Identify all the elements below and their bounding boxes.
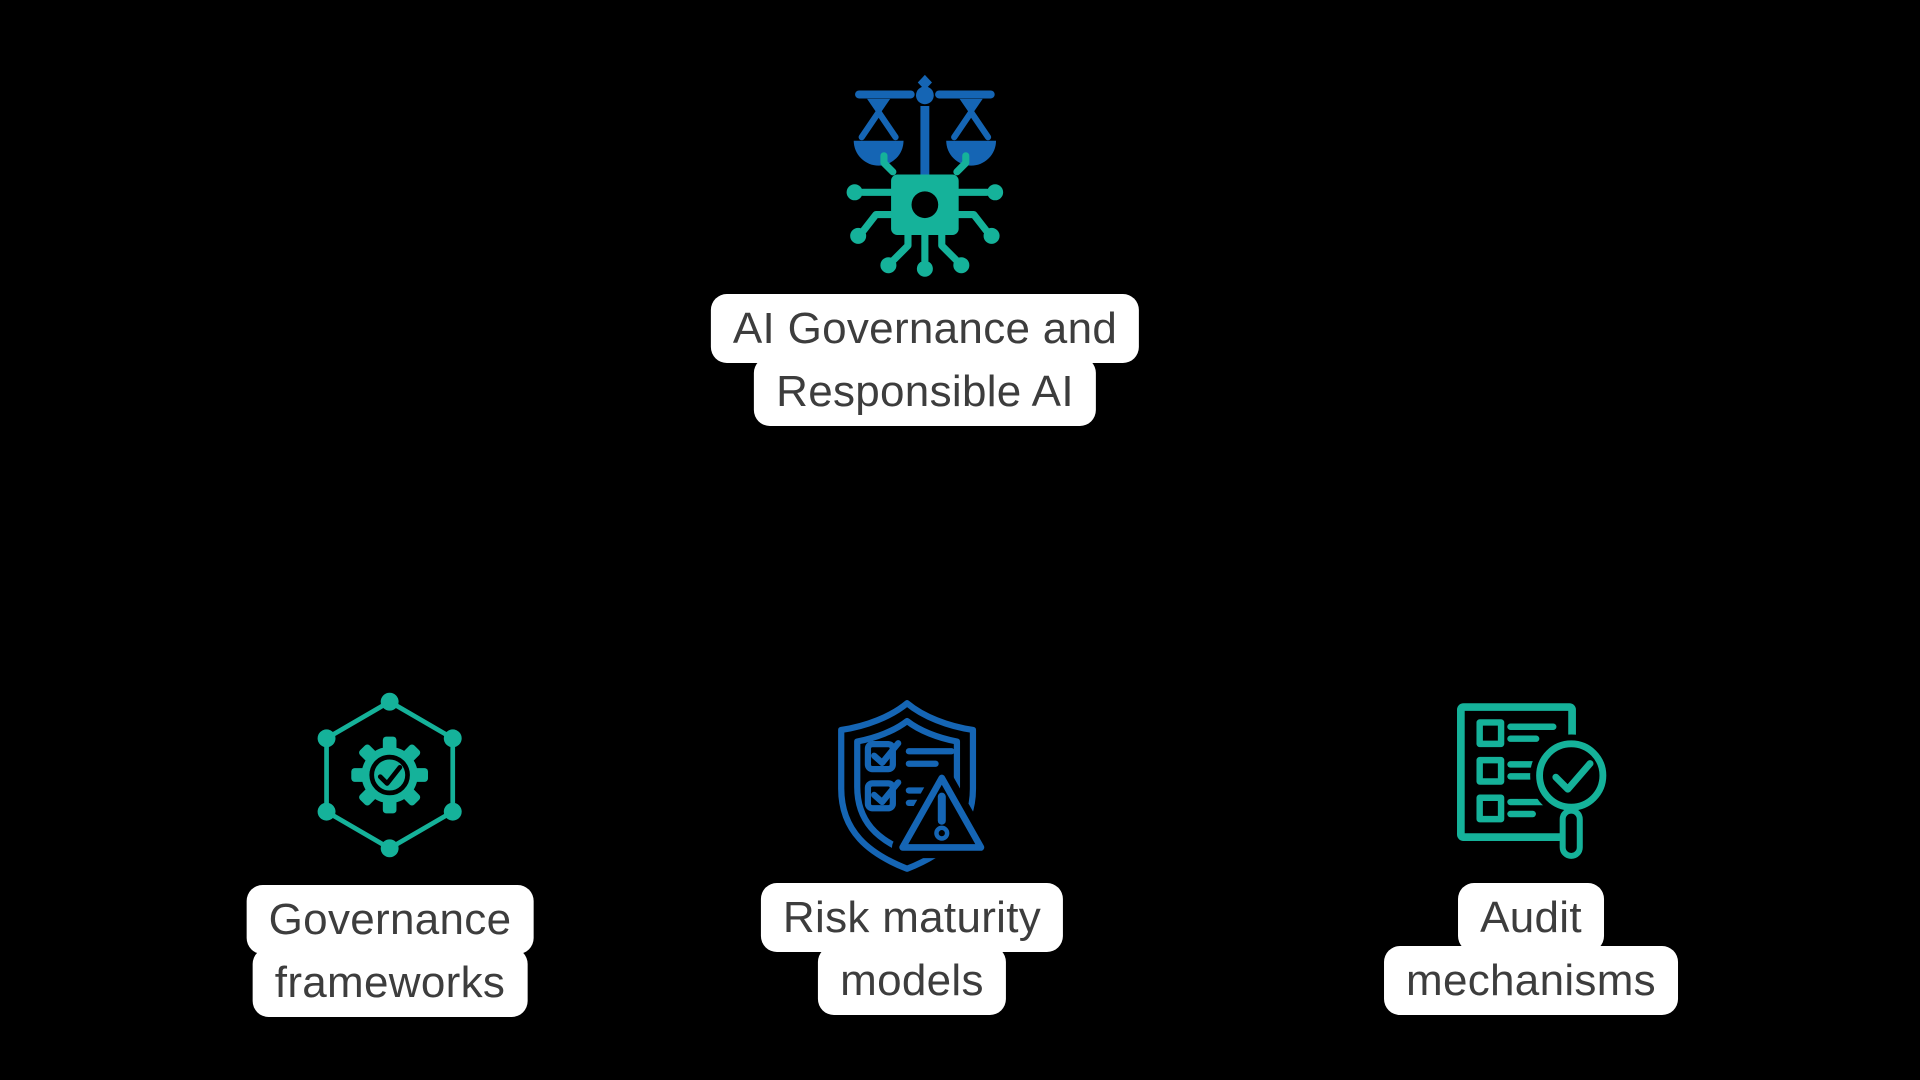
audit-mechanisms-label: Audit mechanisms <box>1384 883 1678 1015</box>
audit-mechanisms-label-line-1: Audit <box>1458 883 1604 952</box>
child-node-governance-frameworks: Governance frameworks <box>246 688 534 1017</box>
child-node-risk-maturity-models: Risk maturity models <box>760 697 1064 1015</box>
checklist-magnifier-check-icon <box>1454 700 1613 863</box>
risk-maturity-models-label-line-1: Risk maturity <box>760 883 1064 952</box>
governance-frameworks-label-line-1: Governance <box>246 885 534 954</box>
audit-mechanisms-label-line-2: mechanisms <box>1384 946 1678 1015</box>
shield-checklist-warning-icon <box>827 697 998 875</box>
governance-frameworks-label-line-2: frameworks <box>252 948 528 1017</box>
child-node-audit-mechanisms: Audit mechanisms <box>1384 700 1678 1015</box>
governance-frameworks-label: Governance frameworks <box>246 885 534 1017</box>
risk-maturity-models-label: Risk maturity models <box>760 883 1064 1015</box>
risk-maturity-models-label-line-2: models <box>818 946 1006 1015</box>
ai-governance-scales-chip-icon <box>836 74 1014 283</box>
root-label-line-1: AI Governance and <box>710 294 1140 363</box>
root-node-ai-governance: AI Governance and Responsible AI <box>710 74 1140 426</box>
root-label-line-2: Responsible AI <box>754 357 1096 426</box>
root-label: AI Governance and Responsible AI <box>710 294 1140 426</box>
hexagon-gear-check-icon <box>309 688 471 862</box>
